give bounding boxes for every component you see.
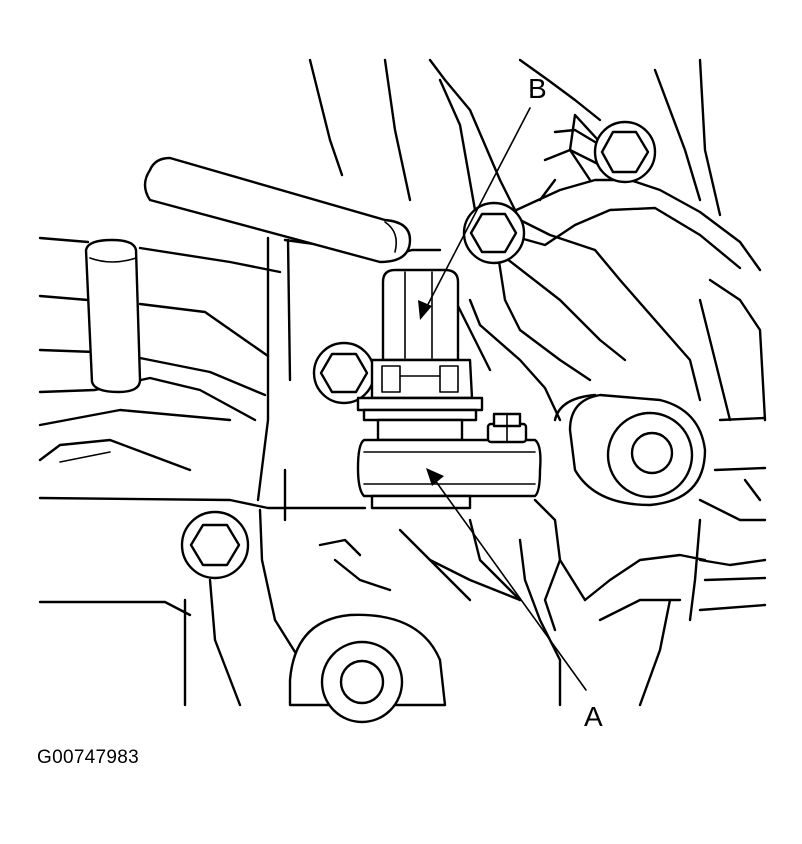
mounting-bolt-upper bbox=[462, 201, 526, 265]
mount-boss-bottom bbox=[288, 613, 447, 724]
hose-bracket bbox=[84, 238, 142, 394]
mounting-bolt-top-right bbox=[593, 120, 657, 184]
sensor-body bbox=[356, 438, 542, 498]
callout-label-a: A bbox=[584, 701, 603, 732]
mounting-bolt-left bbox=[312, 341, 376, 405]
mount-boss-right bbox=[553, 393, 707, 507]
engine-block-outline bbox=[38, 58, 767, 707]
mounting-bolt-lower-left bbox=[180, 510, 250, 580]
coolant-hose bbox=[143, 156, 412, 264]
callout-leader-b bbox=[418, 107, 531, 320]
callout-leader-a bbox=[426, 468, 587, 691]
sensor-bolt bbox=[486, 412, 528, 444]
callout-label-b: B bbox=[528, 73, 547, 104]
figure-id-caption: G00747983 bbox=[37, 747, 140, 768]
sensor-assembly bbox=[356, 268, 542, 510]
